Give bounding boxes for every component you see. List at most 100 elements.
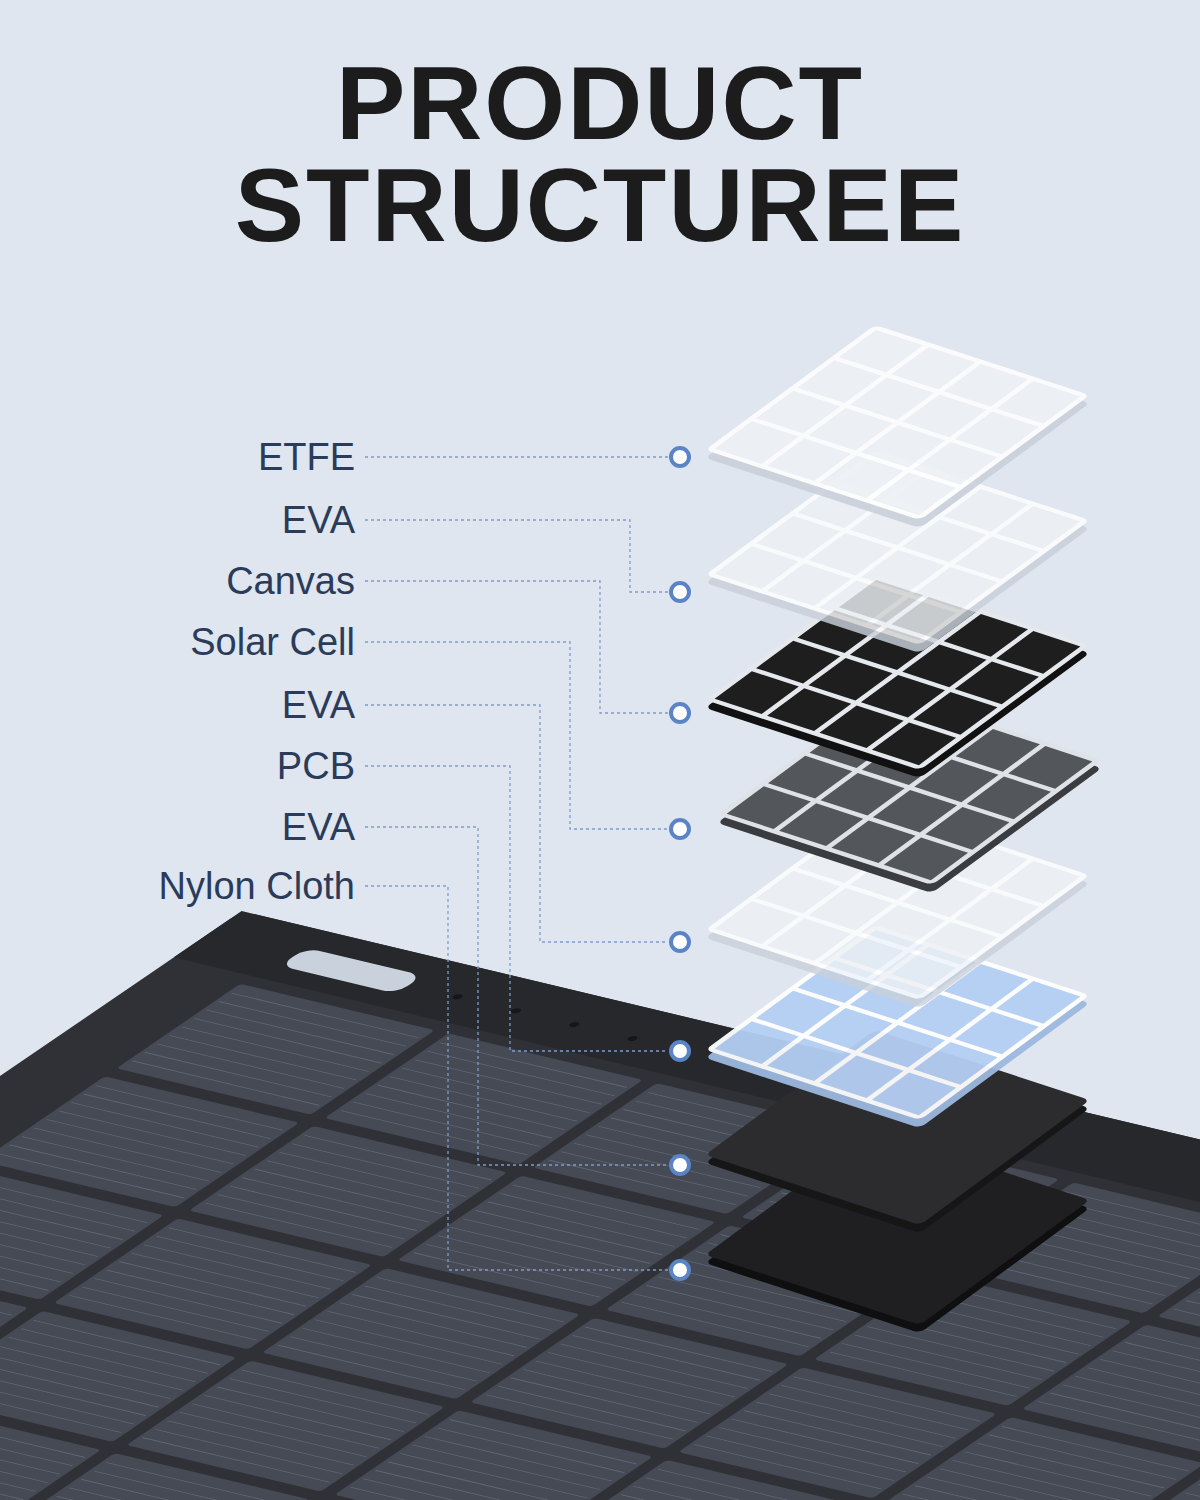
layer-edge — [705, 458, 1090, 653]
cell-stripe — [9, 1337, 196, 1382]
cell-stripe — [0, 1220, 86, 1265]
leader-dot — [671, 1042, 689, 1060]
cell-stripe — [155, 1429, 342, 1474]
cell-stripe — [438, 1236, 625, 1281]
cell-stripe — [548, 1352, 735, 1397]
cell-stripe — [403, 1068, 590, 1113]
cell-stripe — [732, 1419, 919, 1464]
panel-cell-face — [335, 1410, 654, 1500]
layer-grid — [715, 580, 1081, 765]
cell-stripe — [719, 1428, 906, 1473]
cell-stripe — [182, 1027, 369, 1072]
panel-cell-face — [1095, 1467, 1200, 1500]
cell-stripe — [315, 1320, 502, 1365]
layer-face — [705, 325, 1090, 520]
leader-dot — [671, 704, 689, 722]
part-label: PCB — [277, 742, 355, 790]
cell-stripe — [22, 1136, 209, 1181]
leader-dot — [671, 1156, 689, 1174]
cell-stripe — [218, 1195, 405, 1240]
cell-stripe — [633, 1486, 820, 1500]
panel-hole — [567, 1021, 581, 1027]
cell-stripe — [303, 1328, 490, 1373]
part-label: EVA — [282, 496, 355, 544]
cell-stripe — [0, 1229, 73, 1274]
layer-cell — [1008, 746, 1092, 789]
cell-stripe — [1198, 1292, 1200, 1337]
cell-stripe — [57, 1496, 244, 1500]
cell-stripe — [0, 1455, 23, 1500]
cell-stripe — [119, 1262, 306, 1307]
panel-cell-face — [0, 1453, 309, 1500]
cell-stripe — [106, 1462, 293, 1500]
cell-stripe — [781, 1385, 968, 1430]
cell-stripe — [523, 1369, 710, 1414]
leader-dot — [671, 448, 689, 466]
cell-stripe — [561, 1344, 748, 1389]
cell-stripe — [413, 1445, 600, 1490]
cell-stripe — [328, 1311, 515, 1356]
solar-panel — [0, 911, 1200, 1500]
cell-stripe — [646, 1478, 833, 1500]
cell-stripe — [499, 1386, 686, 1431]
cell-stripe — [47, 1120, 234, 1165]
cell-stripe — [21, 1329, 208, 1374]
cell-stripe — [634, 1294, 821, 1339]
cell-stripe — [229, 1378, 416, 1423]
part-label: Canvas — [226, 557, 355, 605]
cell-stripe — [145, 1052, 332, 1097]
part-label: EVA — [282, 681, 355, 729]
cell-stripe — [366, 1094, 553, 1139]
cell-stripe — [1002, 1426, 1189, 1471]
cell-stripe — [0, 1212, 98, 1257]
cell-stripe — [513, 1185, 700, 1230]
cell-stripe — [205, 1395, 392, 1440]
cell-stripe — [438, 1428, 625, 1473]
cell-stripe — [965, 1452, 1152, 1497]
leader-lines — [365, 457, 668, 1270]
cell-stripe — [0, 1237, 61, 1282]
cell-stripe — [1137, 1334, 1200, 1379]
cell-stripe — [280, 1152, 467, 1197]
layer-cell — [996, 381, 1080, 424]
leader-dot — [671, 1261, 689, 1279]
cell-stripe — [340, 1303, 527, 1348]
cell-stripe — [0, 1430, 60, 1475]
cell-stripe — [292, 1144, 479, 1189]
cell-stripe — [769, 1394, 956, 1439]
layer-cell — [996, 861, 1080, 904]
layer-cell — [996, 506, 1080, 549]
cell-stripe — [400, 1453, 587, 1498]
cell-stripe — [855, 1335, 1042, 1380]
panel-cell-face — [886, 1417, 1200, 1500]
cell-stripe — [915, 1486, 1102, 1500]
cell-stripe — [180, 1412, 367, 1457]
layer-grid — [715, 330, 1081, 515]
cell-stripe — [390, 1077, 577, 1122]
leader-dot — [671, 583, 689, 601]
cell-stripe — [59, 1111, 246, 1156]
layer-grid — [715, 455, 1081, 640]
cell-stripe — [9, 1145, 196, 1190]
cell-stripe — [903, 1494, 1090, 1500]
page-title: PRODUCT STRUCTUREE — [100, 52, 1100, 256]
cell-stripe — [94, 1471, 281, 1500]
layer-edge — [705, 583, 1090, 778]
cell-stripe — [167, 1421, 354, 1466]
cell-stripe — [353, 1102, 540, 1147]
cell-stripe — [365, 1286, 552, 1331]
cell-stripe — [0, 1380, 134, 1425]
cell-stripe — [304, 1135, 491, 1180]
panel-cell — [886, 1417, 1200, 1500]
leader-line — [365, 581, 668, 713]
leader-dot — [671, 933, 689, 951]
cell-stripe — [1185, 1493, 1200, 1500]
cell-stripe — [940, 1469, 1127, 1500]
cell-stripe — [230, 1186, 417, 1231]
cell-stripe — [192, 1404, 379, 1449]
cell-stripe — [351, 1487, 538, 1500]
cell-stripe — [219, 1002, 406, 1047]
cell-stripe — [511, 1378, 698, 1423]
panel-cell — [335, 1410, 654, 1500]
